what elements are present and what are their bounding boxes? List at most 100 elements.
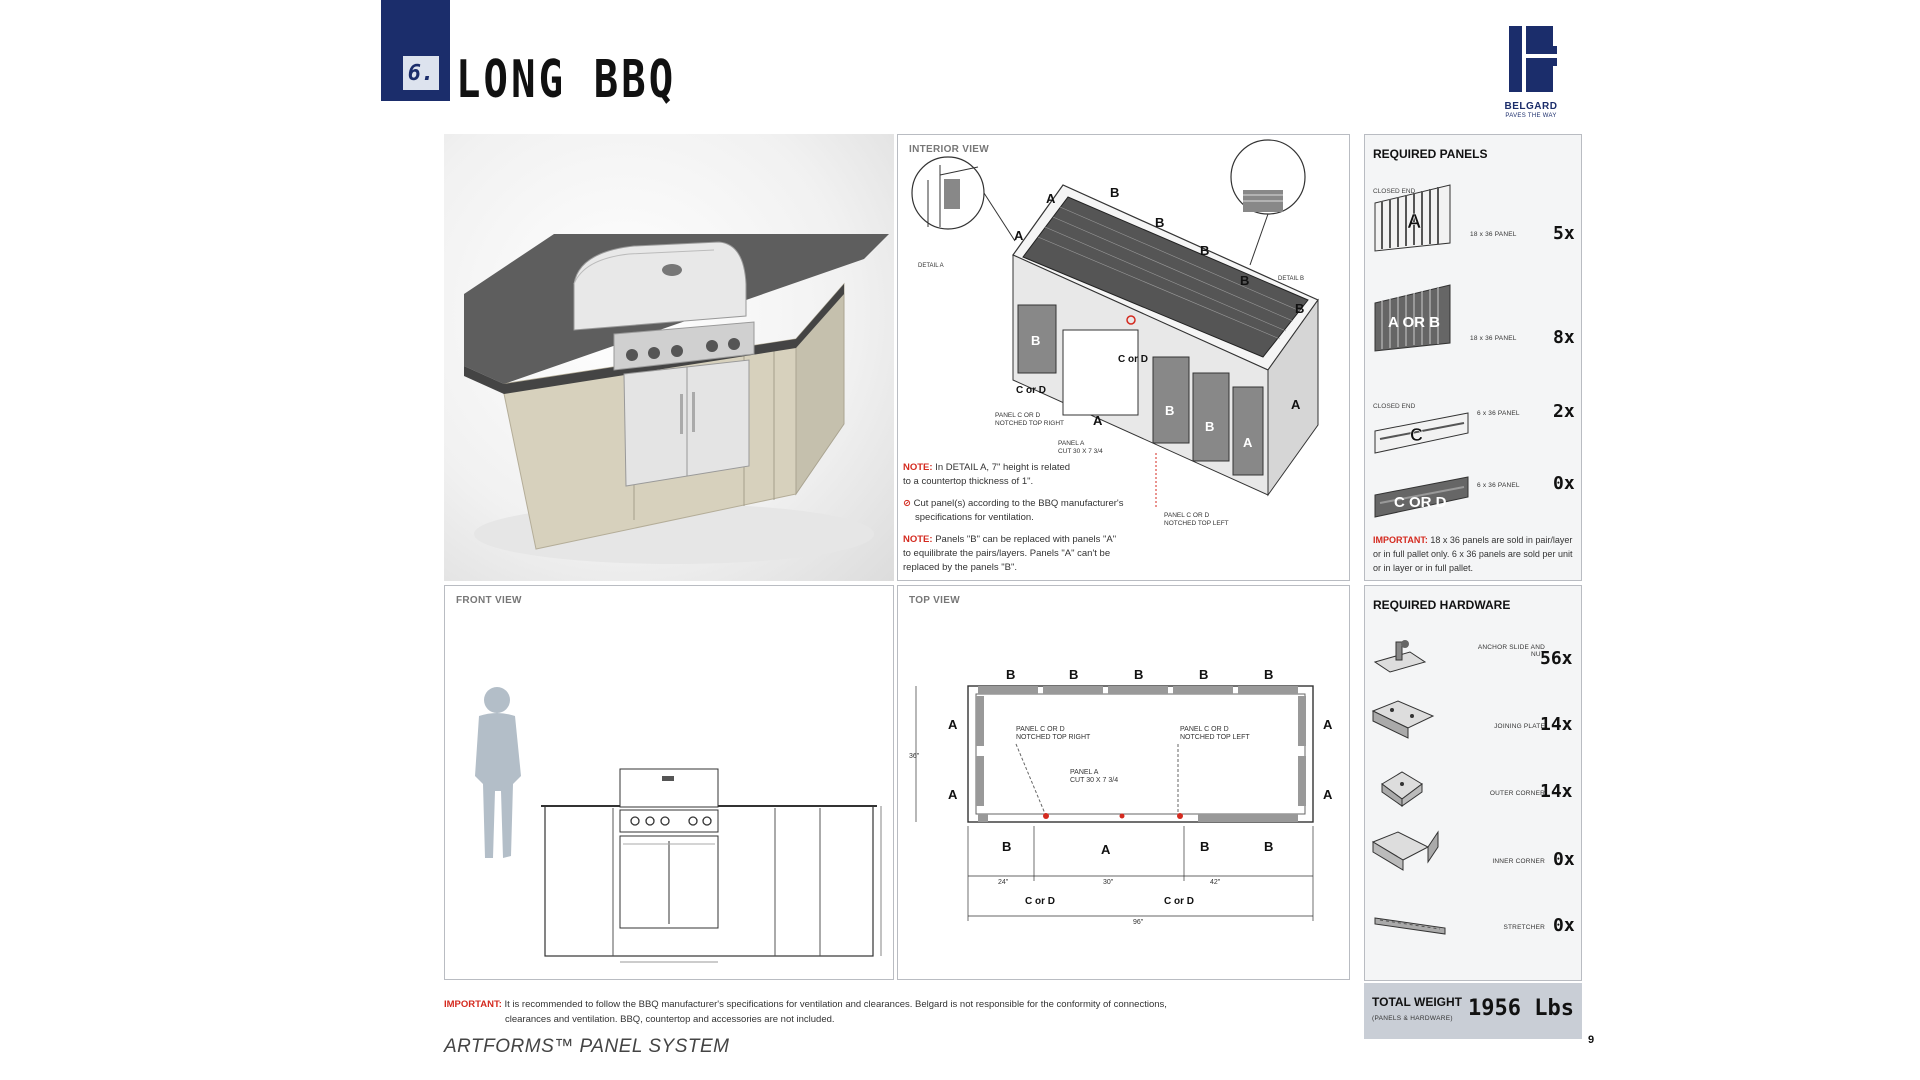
- section-number: 6.: [403, 56, 439, 90]
- top-panel-a-2: CUT 30 X 7 3/4: [1070, 777, 1118, 784]
- hardware-name-2: JOINING PLATE: [1494, 723, 1545, 730]
- note-2-text: Cut panel(s) according to the BBQ manufa…: [913, 498, 1124, 509]
- note-3-text: Panels "B" can be replaced with panels "…: [935, 534, 1117, 545]
- dim-seg1: 24": [998, 879, 1009, 886]
- top-letter-b6: B: [1002, 839, 1011, 854]
- interior-letter-a4: A: [1291, 397, 1301, 412]
- total-weight-label: TOTAL WEIGHT: [1372, 995, 1462, 1009]
- inner-corner-icon: [1371, 830, 1439, 871]
- interior-letter-b2: B: [1155, 215, 1164, 230]
- footer-important-line1: It is recommended to follow the BBQ manu…: [504, 999, 1167, 1010]
- hardware-name-1: ANCHOR SLIDE AND NUT: [1477, 644, 1545, 658]
- top-letter-b7: B: [1200, 839, 1209, 854]
- closed-end-tag: CLOSED END: [1373, 188, 1416, 195]
- hardware-qty-1: 56x: [1540, 648, 1573, 669]
- hardware-name-5: STRETCHER: [1503, 924, 1545, 931]
- note-prefix: NOTE:: [903, 534, 933, 545]
- top-label-c-or-d2: C or D: [1164, 896, 1194, 907]
- required-hardware-panel: REQUIRED HARDWARE ANCHOR SLIDE AND NUT 5…: [1364, 585, 1582, 981]
- interior-notched-right-2: NOTCHED TOP RIGHT: [995, 420, 1064, 427]
- important-text: 18 x 36 panels are sold in pair/layer or…: [1373, 535, 1573, 573]
- top-letter-a1: A: [948, 717, 958, 732]
- important-prefix: IMPORTANT:: [1373, 535, 1428, 545]
- panel-c-closed-icon: C: [1374, 412, 1469, 454]
- important-prefix: IMPORTANT:: [444, 999, 502, 1010]
- interior-view-drawing: DETAIL A DETAIL B A A B: [911, 139, 1319, 527]
- interior-letter-a1: A: [1046, 191, 1056, 206]
- interior-panel-a-1: PANEL A: [1058, 440, 1085, 447]
- outer-corner-icon: [1381, 771, 1423, 807]
- interior-notched-right-1: PANEL C OR D: [995, 412, 1040, 419]
- front-view-label: FRONT VIEW: [456, 595, 522, 606]
- top-panel-a-1: PANEL A: [1070, 769, 1099, 776]
- dim-height: 36": [909, 753, 920, 760]
- interior-note-3: NOTE: Panels "B" can be replaced with pa…: [903, 533, 1116, 575]
- interior-letter-b3: B: [1200, 243, 1209, 258]
- hardware-qty-5: 0x: [1553, 915, 1575, 936]
- panel-letter: A OR B: [1388, 314, 1440, 331]
- interior-view-panel: INTERIOR VIEW DETAIL A DETAIL B: [897, 134, 1350, 581]
- top-letter-a2: A: [948, 787, 958, 802]
- panel-letter: C OR D: [1394, 494, 1447, 511]
- interior-letter-b5: B: [1295, 301, 1304, 316]
- hardware-qty-3: 14x: [1540, 781, 1573, 802]
- top-view-panel: TOP VIEW B B B B B A A A A B A B B: [897, 585, 1350, 980]
- interior-letter-b8: B: [1205, 419, 1214, 434]
- logo-name: BELGARD: [1504, 101, 1558, 112]
- interior-note-2: ⊘ Cut panel(s) according to the BBQ manu…: [903, 497, 1123, 525]
- anchor-slide-icon: [1373, 640, 1427, 673]
- interior-letter-b4: B: [1240, 273, 1249, 288]
- panel-qty-2: 8x: [1553, 327, 1575, 348]
- note-1b-text: to a countertop thickness of 1".: [903, 476, 1034, 487]
- interior-note-1: NOTE: In DETAIL A, 7" height is related …: [903, 461, 1070, 489]
- interior-letter-b6: B: [1031, 333, 1040, 348]
- interior-notched-left-2: NOTCHED TOP LEFT: [1164, 520, 1229, 527]
- footer-brand: ARTFORMS™ PANEL SYSTEM: [444, 1036, 730, 1057]
- top-letter-b8: B: [1264, 839, 1273, 854]
- belgard-logo-mark-icon: [1505, 26, 1557, 92]
- footer-important-line2: clearances and ventilation. BBQ, counter…: [505, 1014, 835, 1025]
- note-1-text: In DETAIL A, 7" height is related: [935, 462, 1071, 473]
- top-notched-right-2: NOTCHED TOP RIGHT: [1016, 734, 1091, 741]
- top-letter-b5: B: [1264, 667, 1273, 682]
- panel-size-4: 6 x 36 PANEL: [1477, 482, 1520, 489]
- top-letter-b4: B: [1199, 667, 1208, 682]
- required-hardware-heading: REQUIRED HARDWARE: [1373, 598, 1511, 612]
- top-letter-a4: A: [1323, 787, 1333, 802]
- hardware-name-4: INNER CORNER: [1492, 858, 1545, 865]
- top-view-drawing: B B B B B A A A A B A B B C or D C or D …: [909, 667, 1333, 926]
- joining-plate-icon: [1371, 700, 1435, 739]
- panel-a-closed-icon: A: [1374, 184, 1451, 252]
- front-view-panel: FRONT VIEW: [444, 585, 894, 980]
- interior-letter-a3: A: [1243, 435, 1253, 450]
- panel-qty-3: 2x: [1553, 401, 1575, 422]
- belgard-logo: BELGARD PAVES THE WAY: [1495, 26, 1567, 119]
- interior-letter-a2: A: [1014, 228, 1024, 243]
- top-letter-a5: A: [1101, 842, 1111, 857]
- dim-seg2: 30": [1103, 879, 1114, 886]
- page-title: LONG BBQ: [456, 50, 677, 110]
- page-number: 9: [1588, 1034, 1595, 1046]
- total-weight-value: 1956 Lbs: [1468, 996, 1574, 1021]
- person-silhouette-icon: [475, 687, 521, 858]
- panel-a-or-b-icon: A OR B: [1374, 284, 1451, 352]
- dim-total: 96": [1133, 919, 1144, 926]
- required-panels-heading: REQUIRED PANELS: [1373, 147, 1488, 161]
- interior-letter-b1: B: [1110, 185, 1119, 200]
- top-notched-right-1: PANEL C OR D: [1016, 726, 1065, 733]
- front-view-drawing: [475, 687, 882, 963]
- hardware-qty-4: 0x: [1553, 849, 1575, 870]
- panel-qty-1: 5x: [1553, 223, 1575, 244]
- cut-marker-icon: ⊘: [903, 498, 911, 509]
- stretcher-icon: [1374, 917, 1446, 935]
- panel-c-or-d-icon: C OR D: [1374, 476, 1469, 518]
- interior-label-c-or-d1: C or D: [1016, 385, 1046, 396]
- panel-letter: C: [1410, 425, 1423, 445]
- panel-qty-4: 0x: [1553, 473, 1575, 494]
- total-weight-sub: (PANELS & HARDWARE): [1372, 1015, 1453, 1022]
- top-label-c-or-d1: C or D: [1025, 896, 1055, 907]
- hardware-name-3: OUTER CORNER: [1489, 790, 1545, 797]
- panel-size-1: 18 x 36 PANEL: [1470, 231, 1517, 238]
- bbq-island-render-image: [464, 234, 889, 564]
- note-2b-text: specifications for ventilation.: [915, 512, 1034, 523]
